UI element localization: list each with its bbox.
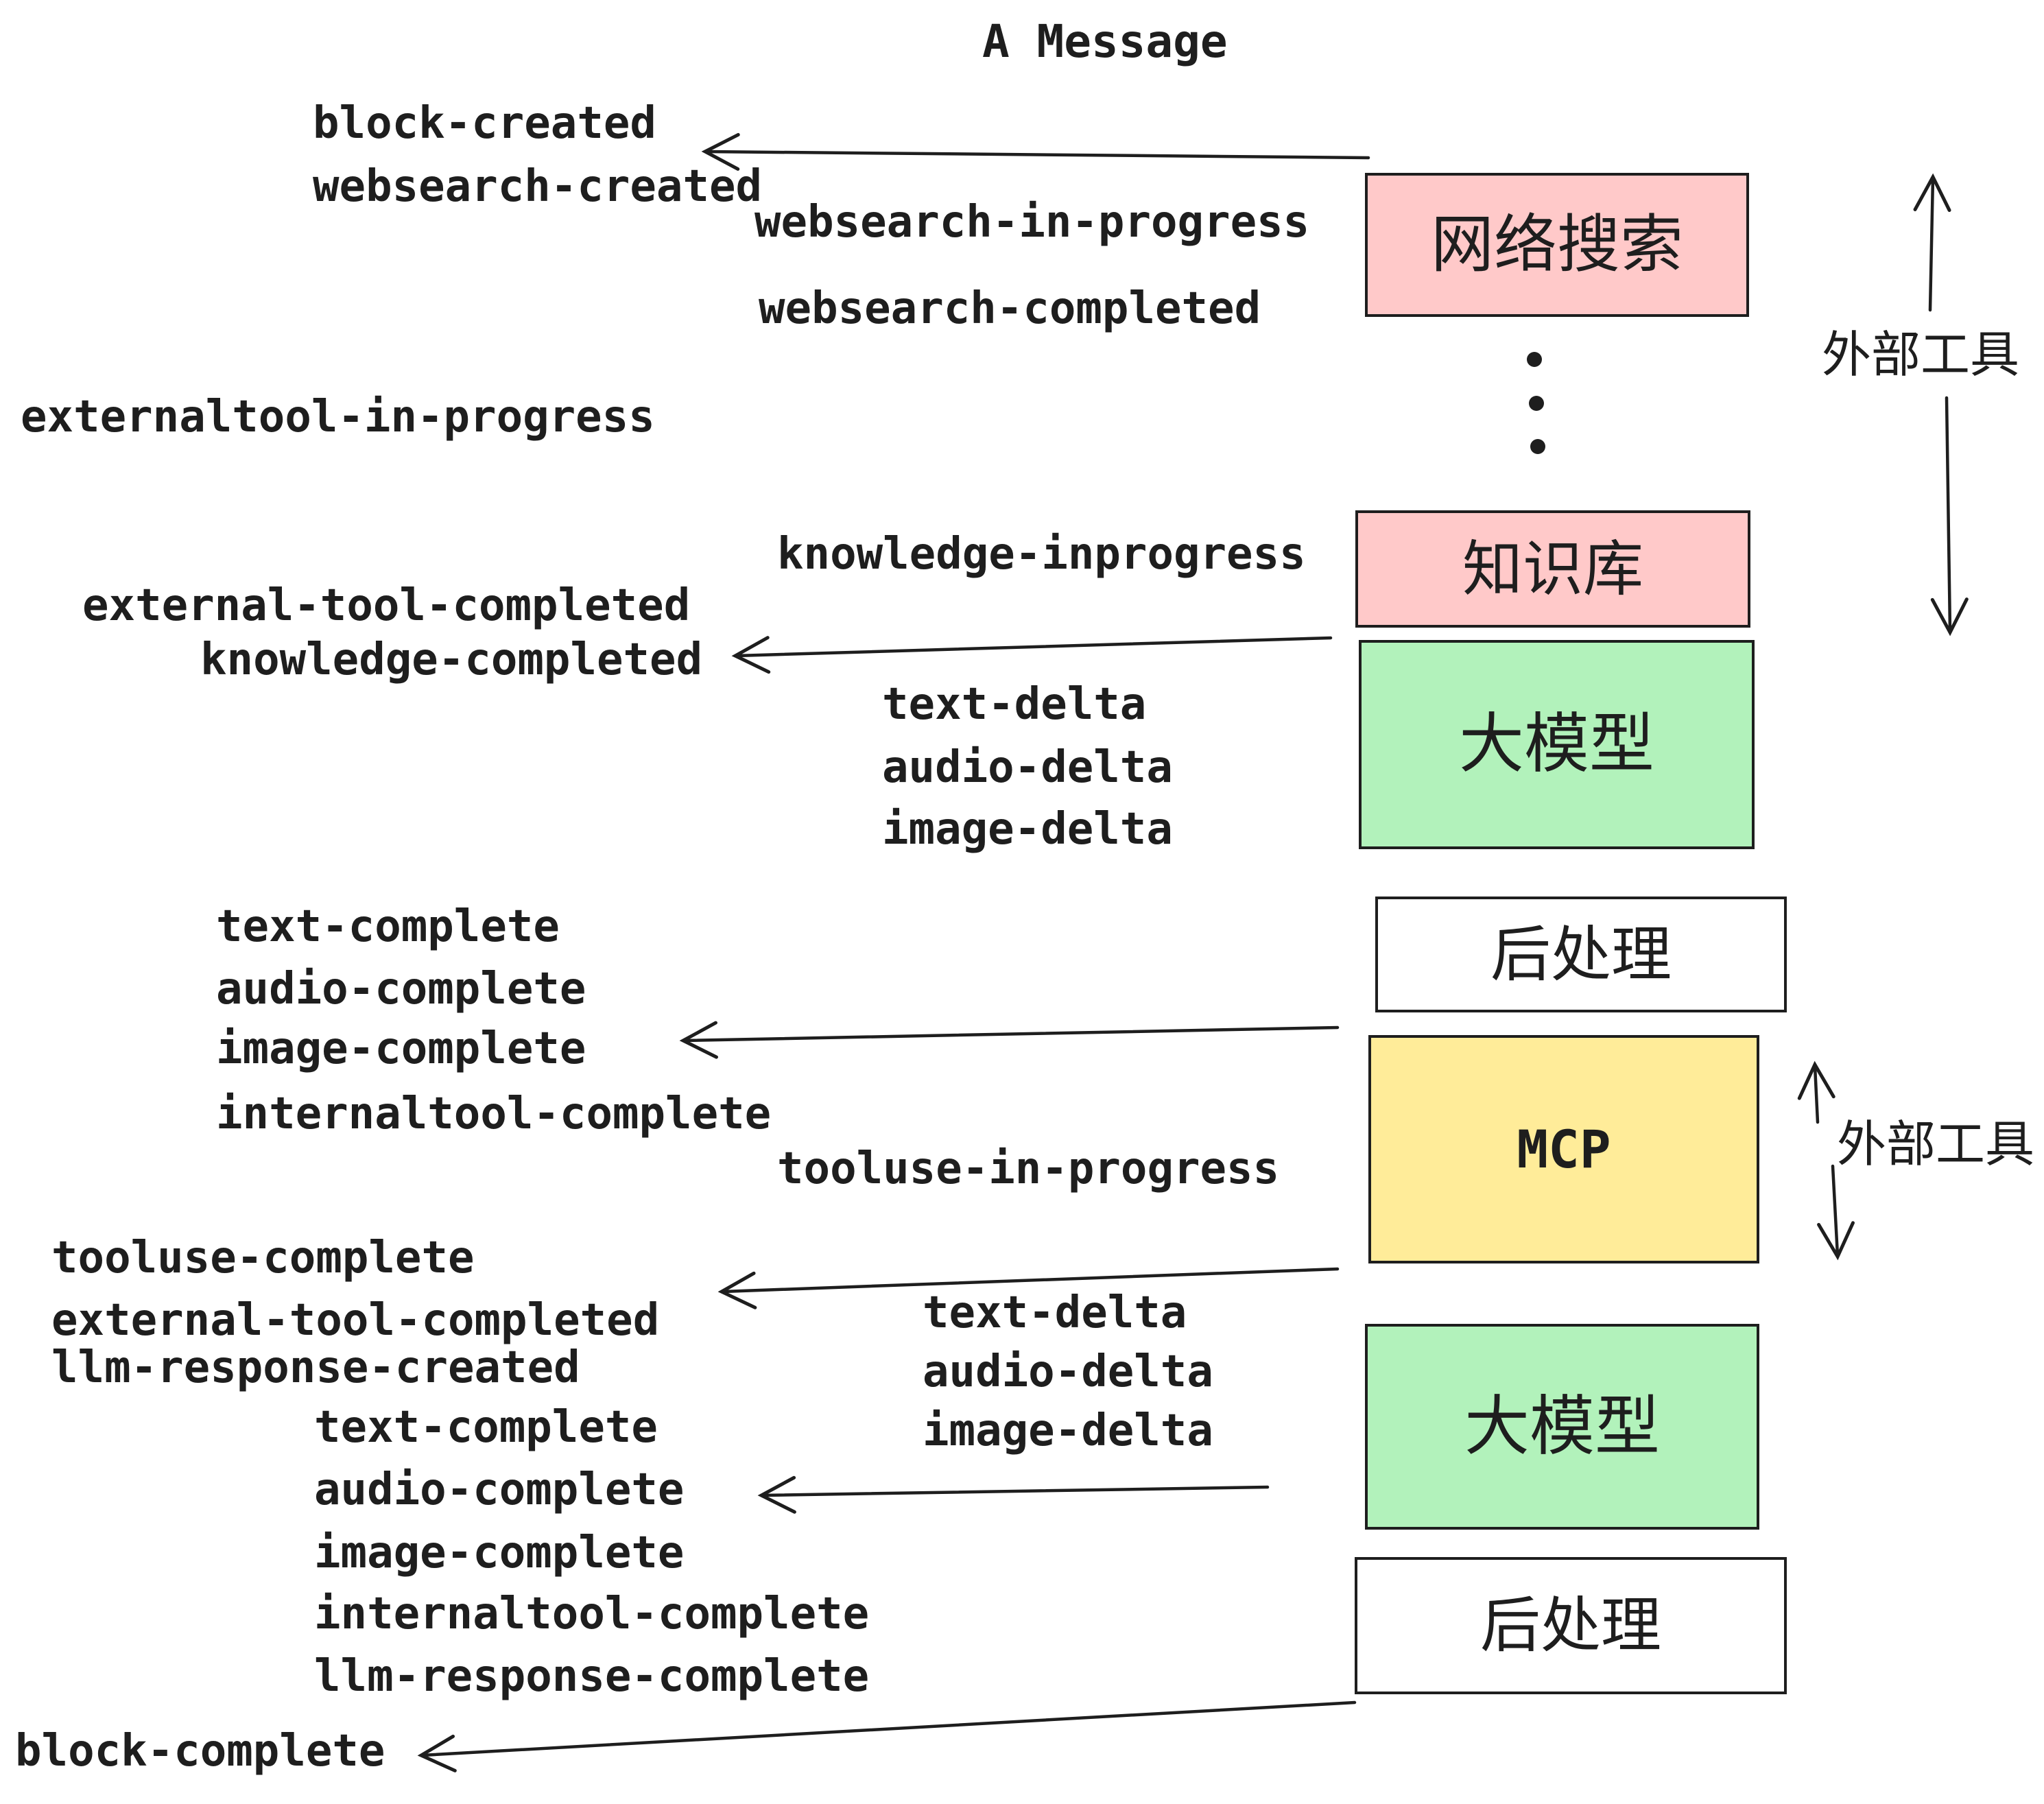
event-label-image-delta: image-delta xyxy=(882,804,1173,855)
side-annotation-external-tools-1: 外部工具 xyxy=(1822,328,2020,383)
arrow-to-tooluse-complete xyxy=(717,1267,1340,1309)
event-label-text-complete-2: text-complete xyxy=(314,1402,658,1453)
event-label-knowledge-inprogress: knowledge-inprogress xyxy=(777,529,1306,580)
event-label-websearch-created: websearch-created xyxy=(313,161,763,212)
box-postprocess-1: 后处理 xyxy=(1375,897,1787,1012)
mcp-external-tool-down-arrow xyxy=(1817,1164,1855,1261)
event-label-audio-delta: audio-delta xyxy=(882,742,1173,793)
event-label-block-complete: block-complete xyxy=(15,1726,385,1777)
event-label-audio-complete: audio-complete xyxy=(216,964,586,1014)
arrow-to-image-complete xyxy=(679,1021,1340,1059)
box-postprocess-2-label: 后处理 xyxy=(1479,1591,1661,1659)
external-tool-down-arrow xyxy=(1930,396,1969,637)
event-label-internaltool-complete: internaltool-complete xyxy=(216,1089,772,1139)
event-label-text-complete: text-complete xyxy=(216,901,560,952)
arrow-to-block-complete xyxy=(417,1700,1357,1772)
event-label-audio-complete-2: audio-complete xyxy=(314,1464,685,1515)
box-postprocess-1-label: 后处理 xyxy=(1490,920,1672,988)
event-label-tooluse-in-progress: tooluse-in-progress xyxy=(777,1143,1280,1194)
side-annotation-external-tools-2: 外部工具 xyxy=(1837,1117,2035,1172)
event-label-image-complete-2: image-complete xyxy=(314,1528,685,1578)
event-label-knowledge-completed: knowledge-completed xyxy=(200,634,703,685)
box-mcp-label: MCP xyxy=(1517,1118,1611,1180)
event-label-image-complete: image-complete xyxy=(216,1023,586,1074)
page-title: A Message xyxy=(982,15,1228,68)
box-mcp: MCP xyxy=(1368,1035,1759,1263)
event-label-websearch-in-progress: websearch-in-progress xyxy=(754,197,1310,248)
event-label-image-delta-2: image-delta xyxy=(923,1405,1213,1456)
event-label-websearch-completed: websearch-completed xyxy=(759,283,1261,334)
event-label-tooluse-complete: tooluse-complete xyxy=(51,1233,475,1283)
event-label-llm-response-created: llm-response-created xyxy=(51,1342,580,1393)
event-label-text-delta: text-delta xyxy=(882,679,1147,730)
external-tool-up-arrow xyxy=(1913,173,1951,312)
event-label-audio-delta-2: audio-delta xyxy=(923,1346,1213,1397)
arrow-to-audio-complete xyxy=(757,1475,1270,1514)
box-postprocess-2: 后处理 xyxy=(1355,1557,1787,1694)
box-websearch-label: 网络搜索 xyxy=(1430,210,1683,280)
box-llm-1: 大模型 xyxy=(1359,640,1755,849)
box-llm-1-label: 大模型 xyxy=(1458,708,1654,781)
event-label-internaltool-complete-2: internaltool-complete xyxy=(314,1589,870,1639)
box-knowledge-label: 知识库 xyxy=(1462,534,1643,603)
arrow-to-websearch-created xyxy=(701,132,1370,171)
arrow-to-knowledge-completed xyxy=(731,636,1333,674)
event-label-external-tool-completed: external-tool-completed xyxy=(82,580,691,631)
box-llm-2-label: 大模型 xyxy=(1464,1390,1660,1463)
event-label-llm-response-complete: llm-response-complete xyxy=(314,1651,870,1702)
event-label-externaltool-in-progress: externaltool-in-progress xyxy=(21,392,655,442)
event-label-text-delta-2: text-delta xyxy=(923,1287,1187,1338)
event-label-block-created: block-created xyxy=(313,98,656,149)
vertical-ellipsis-icon xyxy=(1527,352,1545,454)
event-label-external-tool-completed-2: external-tool-completed xyxy=(51,1295,660,1346)
box-llm-2: 大模型 xyxy=(1365,1324,1759,1530)
box-websearch: 网络搜索 xyxy=(1365,173,1749,317)
mcp-external-tool-up-arrow xyxy=(1797,1060,1835,1124)
box-knowledge: 知识库 xyxy=(1355,510,1750,628)
